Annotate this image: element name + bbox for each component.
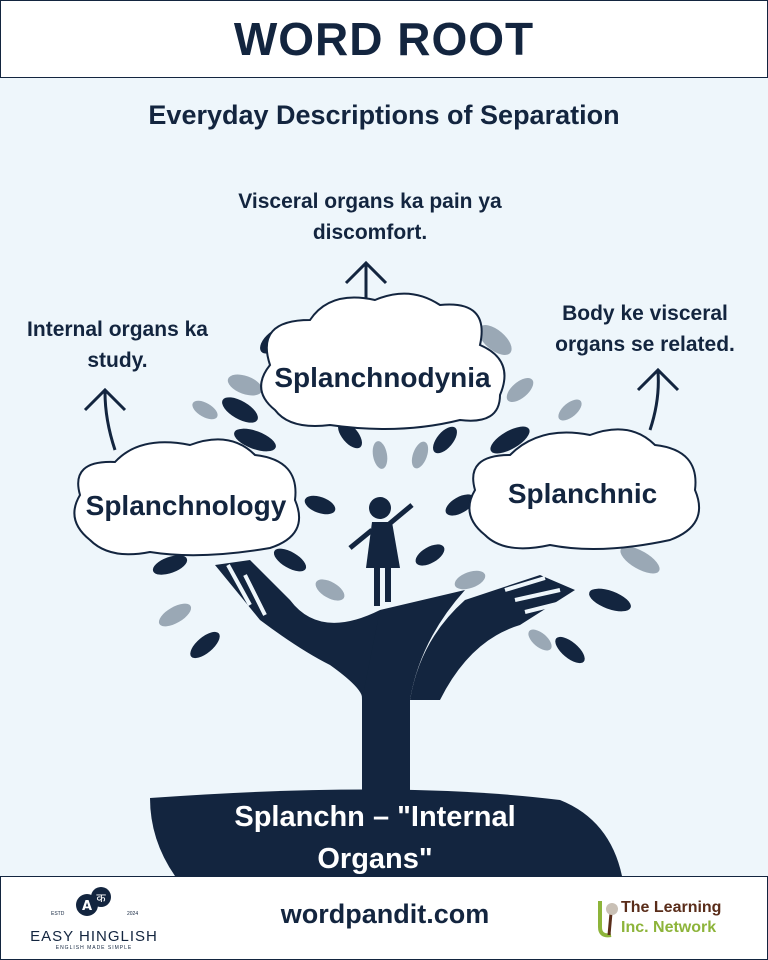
easy-hinglish-logo: A क ESTD 2024 EASY HINGLISH ENGLISH MADE… [29, 885, 159, 951]
header: WORD ROOT [0, 0, 768, 78]
meaning-splanchnodynia: Visceral organs ka pain ya discomfort. [238, 190, 502, 244]
cloud-right [468, 428, 700, 550]
site-link[interactable]: wordpandit.com [280, 899, 490, 929]
tree-logo-icon [598, 901, 618, 938]
learning-line2: Inc. Network [621, 919, 717, 936]
gray-leaves [158, 325, 660, 651]
svg-text:क: क [96, 891, 106, 905]
root-word: Splanchn – "Internal Organs" [234, 801, 516, 875]
meaning-splanchnic: Body ke visceral organs se related. [555, 302, 735, 356]
easy-hinglish-name: EASY HINGLISH [30, 928, 158, 945]
learning-line1: The Learning [621, 899, 722, 916]
subtitle: Everyday Descriptions of Separation [148, 100, 620, 130]
footer: A क ESTD 2024 EASY HINGLISH ENGLISH MADE… [0, 876, 768, 960]
estd-label: ESTD [51, 911, 65, 917]
estd-year: 2024 [127, 911, 139, 917]
svg-text:A: A [82, 899, 92, 914]
word-splanchnic: Splanchnic [507, 478, 658, 509]
page-title: WORD ROOT [233, 13, 535, 65]
easy-hinglish-tagline: ENGLISH MADE SIMPLE [55, 945, 133, 951]
speech-bubbles-icon: A क [76, 887, 111, 916]
arrow-up-right [636, 367, 680, 431]
child-figure [348, 497, 414, 606]
word-splanchnology: Splanchnology [85, 490, 287, 521]
arrow-up-left [83, 387, 127, 451]
leaves [152, 326, 631, 664]
cloud-center [260, 292, 506, 430]
meaning-splanchnology: Internal organs ka study. [27, 318, 208, 372]
word-splanchnodynia: Splanchnodynia [274, 362, 491, 393]
cloud-left [73, 438, 300, 557]
